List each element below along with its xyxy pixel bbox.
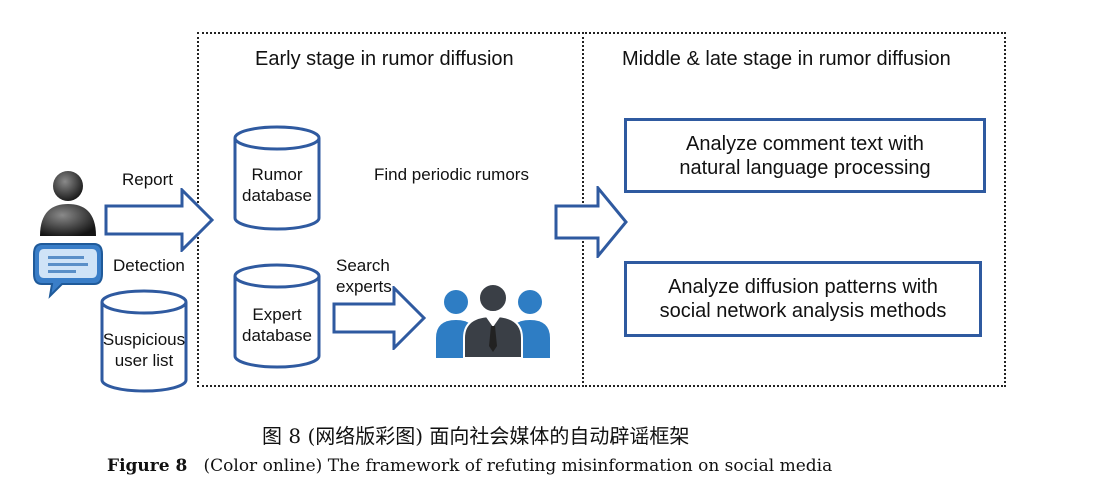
experts-group-icon <box>436 283 550 358</box>
search-line-1: Search <box>336 256 390 275</box>
suspicious-line-1: Suspicious <box>102 330 186 349</box>
caption-english-text: (Color online) The framework of refuting… <box>203 456 833 476</box>
report-label: Report <box>122 170 174 189</box>
suspicious-user-list-label: Suspicious user list <box>99 329 189 371</box>
analysis2-line-1: Analyze diffusion patterns with <box>668 276 938 298</box>
middle-late-stage-title: Middle & late stage in rumor diffusion <box>622 48 951 70</box>
analyze-comment-text-box: Analyze comment text with natural langua… <box>624 118 986 193</box>
rumor-line-1: Rumor <box>251 165 303 184</box>
search-experts-label: Search experts <box>336 255 392 297</box>
search-line-2: experts <box>336 277 392 296</box>
caption-figure-number: Figure 8 <box>107 456 188 476</box>
caption-english: Figure 8 (Color online) The framework of… <box>107 456 832 476</box>
suspicious-user-list-database <box>100 289 188 393</box>
expert-database-label: Expert database <box>232 304 322 346</box>
chat-bubble-icon <box>33 243 103 299</box>
find-periodic-rumors-label: Find periodic rumors <box>374 165 529 184</box>
analysis1-line-1: Analyze comment text with <box>686 132 924 155</box>
rumor-database-label: Rumor database <box>232 164 322 206</box>
rumor-line-2: database <box>242 186 312 205</box>
expert-line-2: database <box>242 326 312 345</box>
user-icon <box>40 171 96 236</box>
detection-label: Detection <box>113 256 185 275</box>
stage-transition-arrow <box>554 186 628 258</box>
suspicious-line-2: user list <box>114 351 174 370</box>
caption-chinese: 图 8 (网络版彩图) 面向社会媒体的自动辟谣框架 <box>262 424 690 448</box>
expert-database <box>233 263 321 369</box>
analysis1-line-2: natural language processing <box>679 156 931 179</box>
expert-line-1: Expert <box>252 305 302 324</box>
analyze-diffusion-patterns-box: Analyze diffusion patterns with social n… <box>624 261 982 337</box>
rumor-database <box>233 125 321 231</box>
report-arrow <box>104 188 215 252</box>
analysis2-line-2: social network analysis methods <box>659 300 947 322</box>
search-experts-arrow <box>332 286 427 350</box>
early-stage-title: Early stage in rumor diffusion <box>255 48 514 70</box>
